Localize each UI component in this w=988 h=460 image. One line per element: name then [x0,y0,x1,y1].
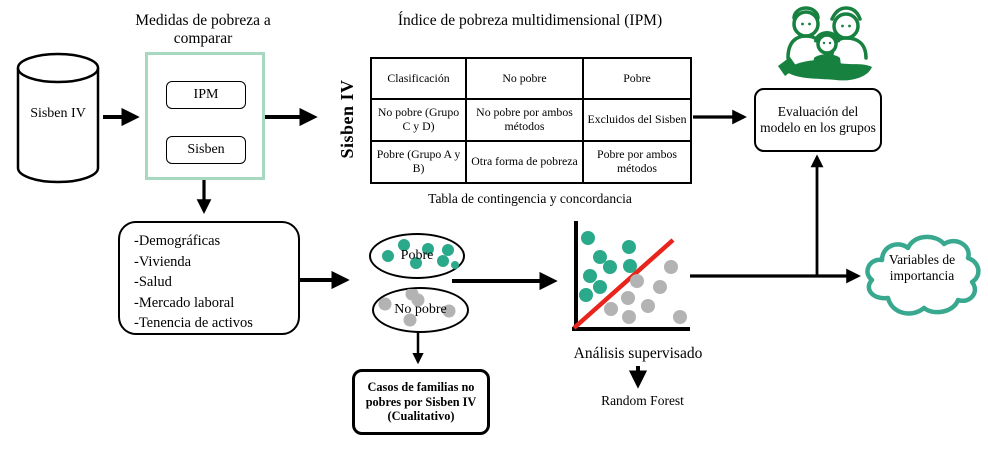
supervised-analysis-label: Análisis supervisado [573,345,703,362]
ipm-chip: IPM [166,81,246,109]
no-pobre-cluster-dots [378,289,456,327]
variable-item: -Demográficas [134,233,221,249]
contingency-table: Clasificación No pobre Pobre No pobre (G… [370,57,692,184]
variable-item: -Vivienda [134,253,192,270]
pobre-cluster-label: Pobre [400,248,434,263]
variables-box: -Demográficas -Vivienda -Salud -Mercado … [118,221,300,335]
sisben-chip: Sisben [166,136,246,164]
cloud-shape [865,234,981,316]
table-caption: Tabla de contingencia y concordancia [428,191,632,206]
variable-item: -Salud [134,274,172,291]
table-cell: No pobre (Grupo C y D) [370,98,467,142]
scatter-pobre-points [579,231,637,302]
random-forest-label: Random Forest [601,393,684,408]
variable-item: -Tenencia de activos [134,315,253,332]
table-cell: No pobre por ambos métodos [465,98,584,142]
supervised-scatter-plot [572,221,690,331]
table-cell: Excluidos del Sisben [582,98,692,142]
ipm-table-title: Índice de pobreza multidimensional (IPM) [397,12,663,29]
measures-box: IPM Sisben [145,52,265,180]
scatter-no-pobre-points [604,260,687,324]
database-cylinder-icon [16,52,100,184]
qualitative-cases-box: Casos de familias no pobres por Sisben I… [352,369,490,435]
no-pobre-cluster: No pobre [372,287,469,333]
evaluation-box: Evaluación del modelo en los grupos [754,88,882,152]
pobre-cluster-dots [382,239,459,269]
measures-title: Medidas de pobreza a comparar [135,12,271,47]
database-label: Sisben IV [30,106,86,121]
table-cell: Otra forma de pobreza [465,140,584,184]
pobre-cluster: Pobre [369,233,465,279]
ipm-table-side-label: Sisben IV [337,79,357,159]
variable-item: -Mercado laboral [134,294,235,311]
importance-cloud-label: Variables de importancia [888,252,956,284]
table-cell: Pobre por ambos métodos [582,140,692,184]
table-cell: Clasificación [370,57,467,100]
table-cell: Pobre [582,57,692,100]
family-group-icon [778,6,872,81]
variables-list: -Demográficas -Vivienda -Salud -Mercado … [134,231,253,334]
no-pobre-cluster-label: No pobre [394,302,447,317]
table-cell: Pobre (Grupo A y B) [370,140,467,184]
importance-cloud: Variables de importancia [858,228,986,322]
table-cell: No pobre [465,57,584,100]
